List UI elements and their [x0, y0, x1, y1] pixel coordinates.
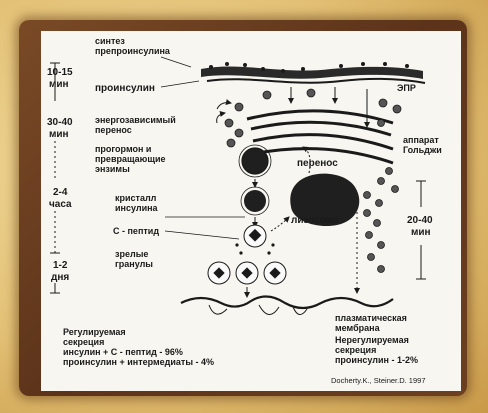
unregulated-label-3: проинсулин - 1-2%: [335, 355, 418, 365]
energy-vesicles: [225, 103, 243, 147]
golgi-label-1: аппарат: [403, 135, 439, 145]
time-20-40-value: 20-40: [407, 215, 433, 226]
insulin-secretion-diagram: 10-15 мин 30-40 мин 2-4 часа 1-2 дня син…: [41, 31, 461, 391]
crystal-label-2: инсулина: [115, 203, 159, 213]
mature-granules-label-2: гранулы: [115, 259, 153, 269]
regulated-label-3: инсулин + С - пептид - 96%: [63, 347, 183, 357]
mature-granules-label-1: зрелые: [115, 249, 148, 259]
maturing-granule: [241, 187, 269, 215]
energy-transfer-label-2: перенос: [95, 125, 132, 135]
time-2-4-value: 2-4: [53, 187, 68, 198]
prohormone-label-2: превращающие: [95, 154, 166, 164]
time-30-40-unit: мин: [49, 129, 69, 140]
prohormone-label-3: энзимы: [95, 164, 130, 174]
plasma-membrane: [181, 296, 393, 308]
insulin-crystal-granule: [244, 225, 266, 247]
immature-granule: [239, 145, 271, 177]
c-peptide-pointer: [165, 231, 239, 239]
unregulated-vesicles: [364, 192, 385, 273]
time-2-4-unit: часа: [49, 199, 72, 210]
proinsulin-pointer: [161, 81, 199, 87]
c-peptide-label: С - пептид: [113, 226, 159, 236]
synthesis-pointer: [161, 57, 191, 67]
mature-granules: [208, 262, 286, 284]
er-membranes: [201, 62, 425, 83]
lysosome-arrow-in: [271, 217, 289, 231]
unregulated-label-1: Нерегулируемая: [335, 335, 409, 345]
time-30-40-value: 30-40: [47, 117, 73, 128]
time-1-2-value: 1-2: [53, 260, 68, 271]
er-label: ЭПР: [397, 83, 416, 93]
timeline-axis: [50, 63, 60, 293]
time-1-2-unit: дня: [51, 272, 69, 283]
time-20-40-unit: мин: [411, 227, 431, 238]
synthesis-label-1: синтез: [95, 36, 125, 46]
time-10-15-unit: мин: [49, 79, 69, 90]
proinsulin-label: проинсулин: [95, 83, 155, 94]
membrane-label-1: плазматическая: [335, 313, 407, 323]
time-10-15-value: 10-15: [47, 67, 73, 78]
transfer-label: перенос: [297, 158, 338, 169]
synthesis-label-2: препроинсулина: [95, 46, 171, 56]
diagram-panel: 10-15 мин 30-40 мин 2-4 часа 1-2 дня син…: [41, 31, 461, 391]
transport-vesicles: [263, 89, 401, 113]
membrane-label-2: мембрана: [335, 323, 381, 333]
energy-transfer-label-1: энергозависимый: [95, 115, 176, 125]
regulated-label-4: проинсулин + интермедиаты - 4%: [63, 357, 214, 367]
unregulated-label-2: секреция: [335, 345, 376, 355]
lysosome-label: лизосома: [291, 215, 339, 226]
prohormone-label-1: прогормон и: [95, 144, 151, 154]
regulated-label-2: секреция: [63, 337, 104, 347]
regulated-label-1: Регулируемая: [63, 327, 126, 337]
citation: Docherty.K., Steiner.D. 1997: [331, 376, 426, 385]
golgi-apparatus: [247, 111, 393, 163]
crystal-label-1: кристалл: [115, 193, 157, 203]
golgi-label-2: Гольджи: [403, 145, 442, 155]
